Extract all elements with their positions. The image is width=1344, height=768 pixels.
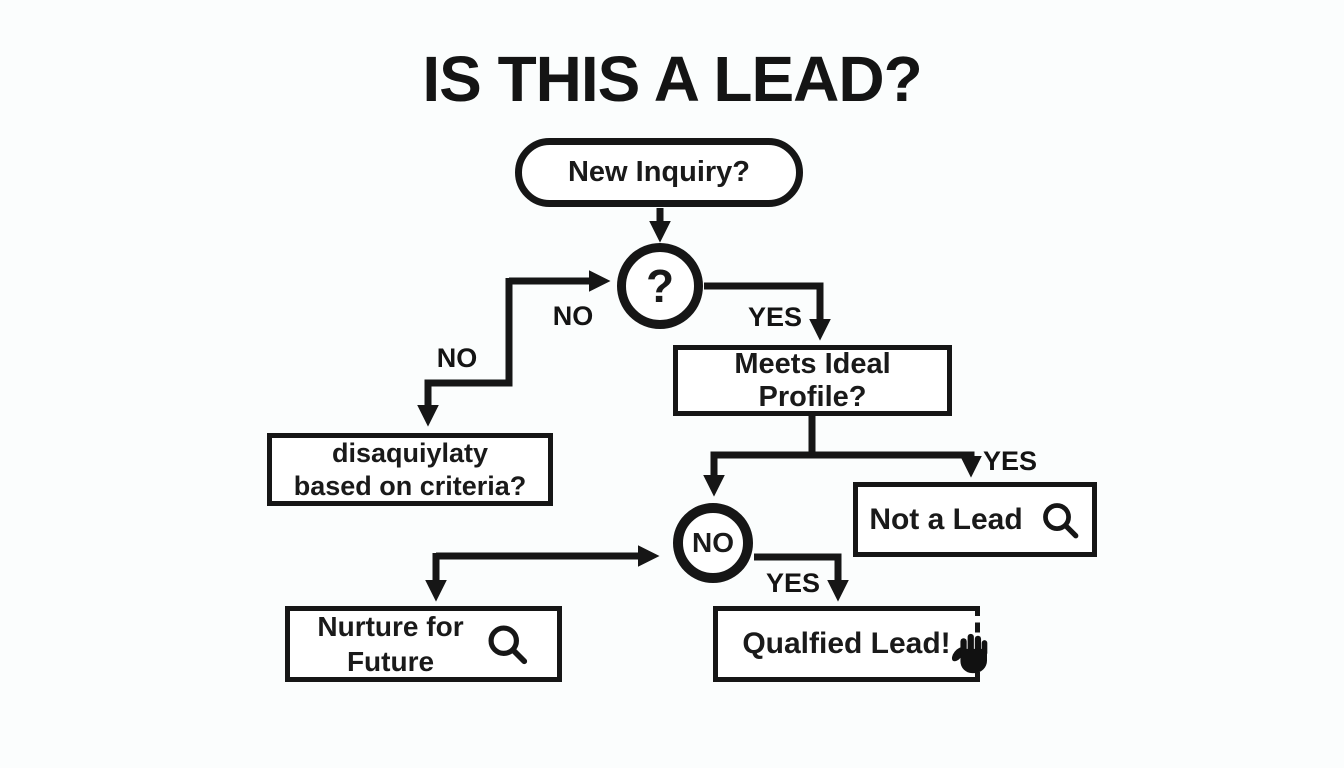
edge-meets-to-notlead xyxy=(809,451,982,478)
page-title: IS THIS A LEAD? xyxy=(422,43,922,115)
edge-no-to-disqualify xyxy=(417,278,513,427)
edge-label-no-lower: NO xyxy=(436,343,478,373)
edge-yes-to-meets xyxy=(704,282,831,341)
edge-meets-to-no-circle xyxy=(703,451,815,497)
disqualify-line1: disaquiylaty xyxy=(331,437,489,468)
hand-icon xyxy=(947,627,997,677)
question-mark-label: ? xyxy=(645,260,675,312)
edge-label-yes-meets: YES xyxy=(747,302,803,332)
node-question-decision: ? xyxy=(617,243,703,329)
nurture-line2: Future xyxy=(346,646,435,677)
node-meets-profile: Meets Ideal Profile? xyxy=(673,345,952,416)
not-a-lead-label: Not a Lead xyxy=(869,502,1023,536)
magnifier-icon xyxy=(1042,502,1079,538)
qualified-lead-label: Qualfied Lead! xyxy=(742,627,951,660)
disqualify-line2: based on criteria? xyxy=(293,470,527,501)
nurture-label: Nurture for Future xyxy=(317,609,463,679)
node-nurture: Nurture for Future xyxy=(285,606,562,682)
new-inquiry-label: New Inquiry? xyxy=(567,156,751,188)
nurture-line1: Nurture for xyxy=(317,611,464,642)
node-not-a-lead: Not a Lead xyxy=(853,482,1097,557)
edge-label-no-upper: NO xyxy=(552,301,594,331)
magnifier-icon xyxy=(488,625,527,665)
node-disqualify: disaquiylaty based on criteria? xyxy=(267,433,553,506)
node-no-decision: NO xyxy=(673,503,753,583)
edge-label-yes-not-a-lead: YES xyxy=(982,446,1038,476)
edge-yes-to-qualified xyxy=(754,553,849,602)
no-circle-label: NO xyxy=(692,527,734,558)
meets-profile-label: Meets Ideal Profile? xyxy=(734,347,891,413)
node-qualified-lead: Qualfied Lead! xyxy=(713,606,988,682)
edge-label-yes-qualified: YES xyxy=(765,568,821,598)
node-new-inquiry: New Inquiry? xyxy=(515,138,803,207)
